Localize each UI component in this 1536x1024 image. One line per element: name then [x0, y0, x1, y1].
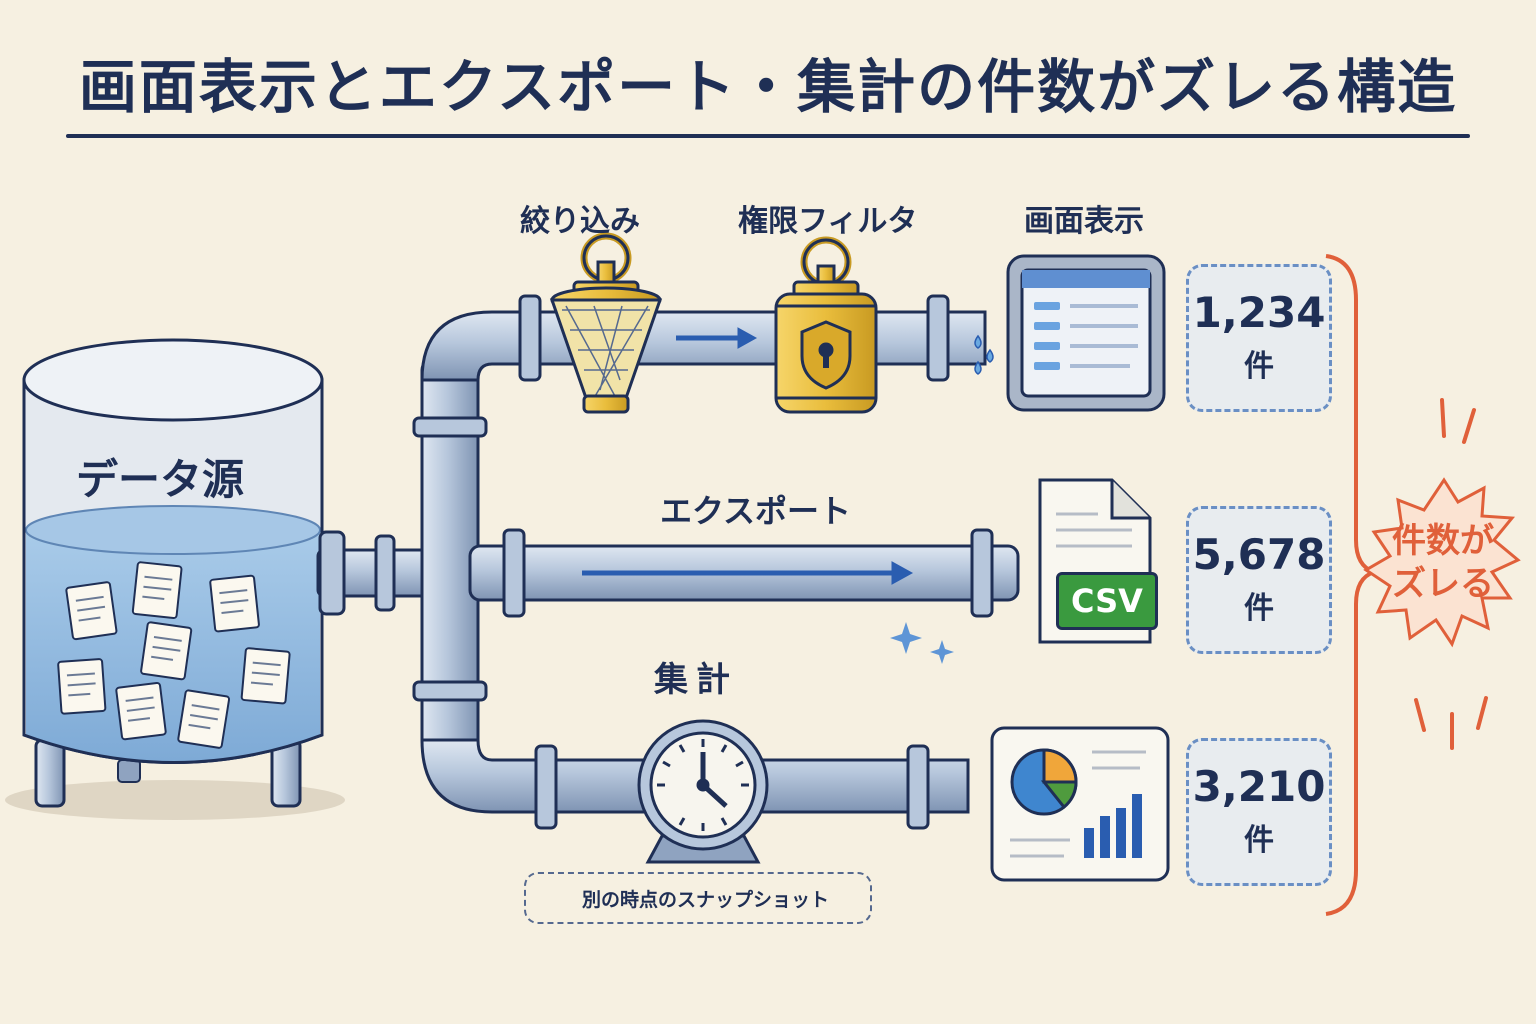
snapshot-note-text: 別の時点のスナップショット [582, 888, 830, 911]
aggregate-count-box: 3,210 件 [1186, 738, 1332, 886]
water-drops [974, 334, 994, 375]
mismatch-brace [1325, 254, 1381, 916]
display-route-label: 画面表示 [1024, 204, 1144, 239]
mismatch-line-2: ズレる [1392, 563, 1494, 604]
snapshot-note: 別の時点のスナップショット [524, 872, 872, 924]
display-count: 1,234 [1192, 287, 1326, 337]
aggregate-route-label: 集計 [654, 660, 738, 700]
permission-filter-label: 権限フィルタ [738, 204, 918, 239]
title-underline [66, 134, 1470, 138]
export-route-label: エクスポート [660, 492, 852, 530]
narrowing-label: 絞り込み [520, 204, 640, 239]
export-count-box: 5,678 件 [1186, 506, 1332, 654]
sparkle-icon [890, 622, 954, 664]
mismatch-callout: 件数が ズレる [1378, 520, 1508, 605]
report-chart-icon [990, 726, 1170, 882]
aggregate-count-unit: 件 [1244, 823, 1274, 859]
paper-records [57, 561, 291, 749]
flow-arrows [582, 327, 914, 585]
mismatch-line-1: 件数が [1392, 521, 1494, 561]
display-count-unit: 件 [1244, 349, 1274, 385]
csv-badge: CSV [1056, 572, 1158, 630]
permission-valve-icon [774, 236, 878, 414]
export-count-unit: 件 [1244, 591, 1274, 627]
tank-ground-shadow [5, 780, 345, 820]
screen-display-icon [1006, 254, 1166, 412]
aggregate-count: 3,210 [1192, 761, 1326, 811]
emphasis-lines [1414, 398, 1488, 750]
data-source-label: データ源 [76, 455, 245, 504]
aggregate-clock-icon [637, 719, 769, 864]
mismatch-starburst [1363, 477, 1521, 648]
page-title: 画面表示とエクスポート・集計の件数がズレる構造 [78, 53, 1458, 121]
narrowing-valve-icon [549, 232, 663, 414]
export-count: 5,678 [1192, 529, 1326, 579]
display-count-box: 1,234 件 [1186, 264, 1332, 412]
